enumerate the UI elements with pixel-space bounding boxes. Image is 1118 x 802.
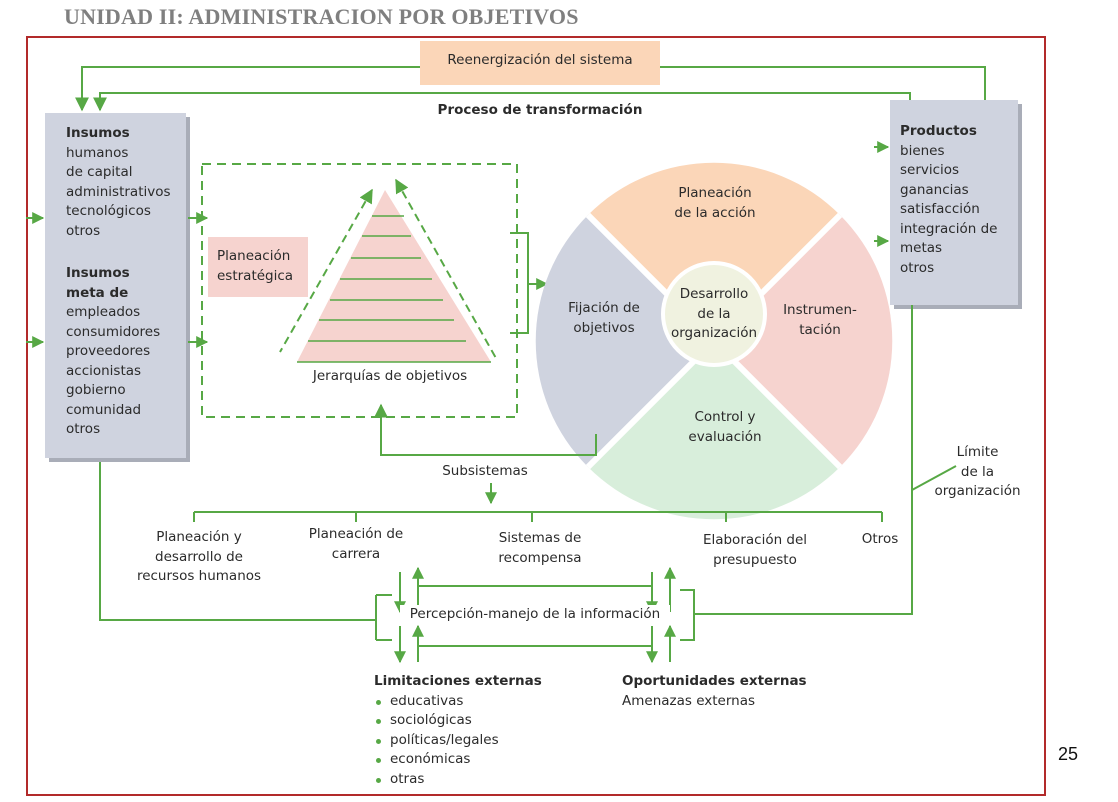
- insumos-meta-heading: Insumos: [66, 265, 130, 281]
- amenazas-label: Amenazas externas: [622, 692, 756, 709]
- reenergizacion-box: [420, 41, 660, 85]
- limitaciones-item: otras: [374, 770, 542, 790]
- insumos-meta-text: Insumos meta de empleados consumidores p…: [66, 264, 160, 440]
- planeacion-estrategica-line: Planeación: [217, 248, 291, 264]
- insumos-text: Insumos humanos de capital administrativ…: [66, 124, 171, 241]
- percepcion-label: Percepción-manejo de la información: [400, 605, 670, 625]
- planeacion-estrategica-line: estratégica: [217, 267, 294, 284]
- subsistema-carrera: Planeación de carrera: [296, 525, 416, 564]
- limitaciones-item: educativas: [374, 692, 542, 712]
- limitaciones-heading: Limitaciones externas: [374, 673, 542, 689]
- limitaciones-item: sociológicas: [374, 711, 542, 731]
- productos-item: satisfacción: [900, 201, 980, 217]
- environment-boundary: [99, 305, 957, 621]
- wheel-center-line: organización: [670, 325, 758, 341]
- insumos-item: administrativos: [66, 183, 171, 200]
- subsistema-line: presupuesto: [713, 551, 797, 568]
- reenergizacion-loop: [75, 66, 986, 112]
- subsistema-recompensa: Sistemas de recompensa: [480, 529, 600, 568]
- insumos-box: [45, 113, 186, 458]
- wheel-left-line: objetivos: [573, 319, 635, 336]
- productos-item: otros: [900, 259, 935, 276]
- productos-item: servicios: [900, 162, 960, 178]
- insumos-meta-item: empleados: [66, 304, 141, 320]
- subsistema-line: Planeación y: [156, 529, 242, 545]
- subsistemas-label: Subsistemas: [442, 463, 528, 479]
- insumos-item: tecnológicos: [66, 203, 151, 219]
- strategic-planning-area: [201, 163, 518, 418]
- productos-item: ganancias: [900, 181, 969, 198]
- subsistema-otros: Otros: [861, 531, 899, 547]
- jerarquias-label: Jerarquías de objetivos: [312, 368, 468, 384]
- limite-line: organización: [934, 483, 1021, 499]
- wheel-center-line: Desarrollo: [679, 286, 749, 302]
- productos-heading: Productos: [900, 123, 977, 139]
- insumos-item: de capital: [66, 164, 133, 180]
- subsistema-rrhh: Planeación y desarrollo de recursos huma…: [124, 528, 274, 587]
- wheel-left-label: Fijación de objetivos: [552, 299, 656, 338]
- productos-item: metas: [900, 240, 943, 256]
- subsistema-line: carrera: [331, 545, 381, 562]
- limite-line: Límite: [956, 444, 999, 460]
- wheel-to-pyramid-feedback: [374, 403, 597, 456]
- subsistema-line: Elaboración del: [702, 532, 808, 548]
- limite-label: Límite de la organización: [930, 443, 1025, 502]
- limitaciones-block: Limitaciones externas educativas socioló…: [374, 672, 542, 789]
- wheel-top-line: Planeación: [678, 185, 752, 201]
- wheel-left-line: Fijación de: [568, 300, 640, 316]
- wheel-bottom-label: Control y evaluación: [650, 408, 800, 447]
- page-number: 25: [1058, 744, 1079, 764]
- planning-to-wheel-connector: [510, 232, 549, 334]
- proceso-label: Proceso de transformación: [437, 102, 643, 118]
- insumos-heading: Insumos: [66, 125, 130, 141]
- proceso-loop: [93, 92, 911, 112]
- productos-item: bienes: [900, 142, 945, 159]
- wheel-top-label: Planeación de la acción: [640, 184, 790, 223]
- wheel-bottom-line: Control y: [694, 409, 756, 425]
- organization-wheel: [535, 162, 893, 520]
- insumos-meta-item: consumidores: [66, 323, 161, 340]
- insumos-meta-item: proveedores: [66, 343, 151, 359]
- oportunidades-heading: Oportunidades externas: [622, 673, 807, 689]
- subsistema-line: Planeación de: [308, 526, 404, 542]
- limitaciones-item: económicas: [374, 750, 542, 770]
- wheel-right-label: Instrumen- tación: [770, 301, 870, 340]
- reenergizacion-label: Reenergización del sistema: [447, 52, 633, 68]
- wheel-right-line: tación: [799, 321, 841, 338]
- wheel-top-line: de la acción: [674, 204, 756, 221]
- insumos-meta-item: comunidad: [66, 401, 142, 418]
- wheel-center-label: Desarrollo de la organización: [660, 285, 768, 344]
- subsistema-line: desarrollo de: [155, 548, 243, 565]
- wheel-center-line: de la: [697, 305, 731, 322]
- wheel-bottom-line: evaluación: [688, 428, 762, 445]
- insumos-meta-item: accionistas: [66, 362, 142, 379]
- subsistema-line: recursos humanos: [136, 568, 262, 584]
- insumos-meta-item: otros: [66, 421, 101, 437]
- planeacion-estrategica-box: [208, 237, 308, 297]
- page-title: UNIDAD II: ADMINISTRACION POR OBJETIVOS: [64, 4, 579, 29]
- subsistemas-branch: [193, 483, 883, 522]
- insumos-item: humanos: [66, 144, 129, 161]
- subsistema-presupuesto: Elaboración del presupuesto: [680, 531, 830, 570]
- limitaciones-item: políticas/legales: [374, 731, 542, 751]
- productos-box: [890, 100, 1018, 305]
- insumos-item: otros: [66, 222, 101, 239]
- wheel-right-line: Instrumen-: [783, 302, 857, 318]
- productos-text: Productos bienes servicios ganancias sat…: [900, 122, 997, 278]
- planeacion-estrategica-label: Planeación estratégica: [217, 247, 293, 286]
- subsistema-line: recompensa: [498, 549, 582, 566]
- productos-item: integración de: [900, 220, 998, 237]
- subsistema-line: Sistemas de: [498, 530, 582, 546]
- objectives-pyramid: [279, 178, 498, 363]
- insumos-meta-heading: meta de: [66, 284, 129, 301]
- oportunidades-block: Oportunidades externas Amenazas externas: [622, 672, 807, 711]
- limite-line: de la: [960, 463, 995, 480]
- diagram-frame: [26, 36, 1046, 796]
- insumos-meta-item: gobierno: [66, 382, 126, 398]
